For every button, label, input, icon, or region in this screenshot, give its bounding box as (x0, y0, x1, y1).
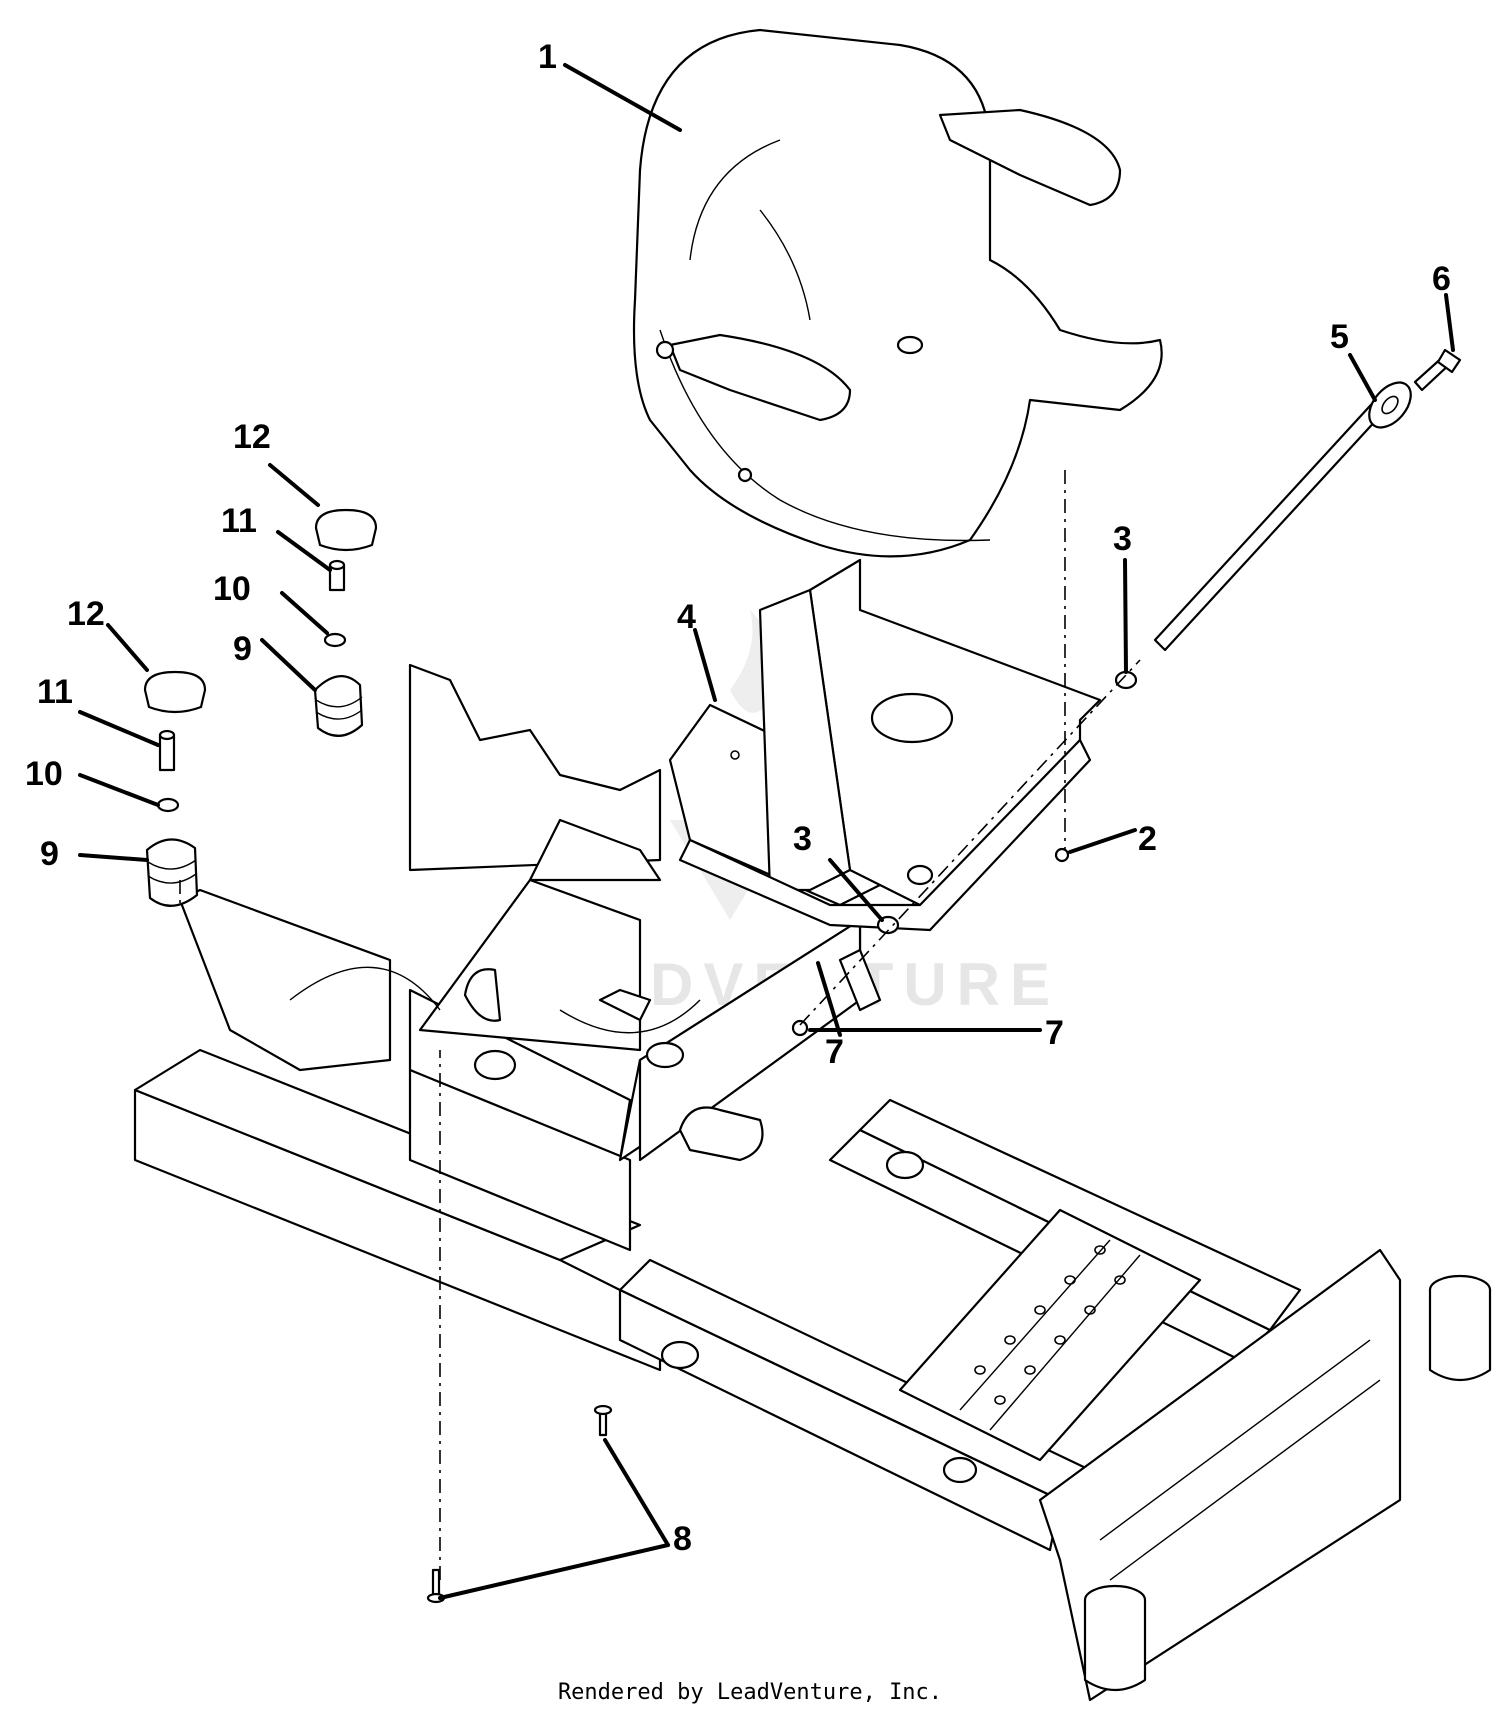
callout-7-lower: 7 (825, 1033, 844, 1071)
callout-8: 8 (673, 1520, 692, 1558)
callout-6: 6 (1432, 260, 1451, 298)
callout-1: 1 (538, 38, 557, 76)
callout-10-left: 10 (25, 755, 63, 793)
callout-12-right: 12 (233, 418, 271, 456)
callout-7-right: 7 (1045, 1014, 1064, 1052)
seat-support-weldment (178, 663, 882, 1252)
footer-credit: Rendered by LeadVenture, Inc. (557, 1680, 943, 1705)
callout-3-lower: 3 (793, 820, 812, 858)
callout-4: 4 (677, 598, 696, 636)
callout-labels: 1 2 3 3 4 5 6 7 7 8 9 9 10 10 11 11 12 1… (25, 38, 1451, 1558)
callout-9-right: 9 (233, 630, 252, 668)
seat-pivot-rod (1153, 348, 1462, 652)
callout-10-right: 10 (213, 570, 251, 608)
seat-pan (668, 558, 1102, 932)
callout-11-left: 11 (37, 673, 73, 711)
bolts (426, 1404, 613, 1604)
nut (1054, 847, 1070, 863)
callout-2: 2 (1138, 820, 1157, 858)
bumper-stack-right (313, 508, 378, 737)
callout-12-left: 12 (67, 595, 105, 633)
callout-9-left: 9 (40, 835, 59, 873)
callout-11-right: 11 (221, 502, 257, 540)
seat (632, 28, 1163, 558)
leader-lines (78, 63, 1455, 1600)
assembly-lines (179, 470, 1141, 1580)
flange-nut (791, 1019, 809, 1037)
bumper-stack-left (143, 670, 207, 907)
callout-3-upper: 3 (1113, 520, 1132, 558)
callout-5: 5 (1330, 318, 1349, 356)
mower-frame (133, 1048, 1492, 1702)
